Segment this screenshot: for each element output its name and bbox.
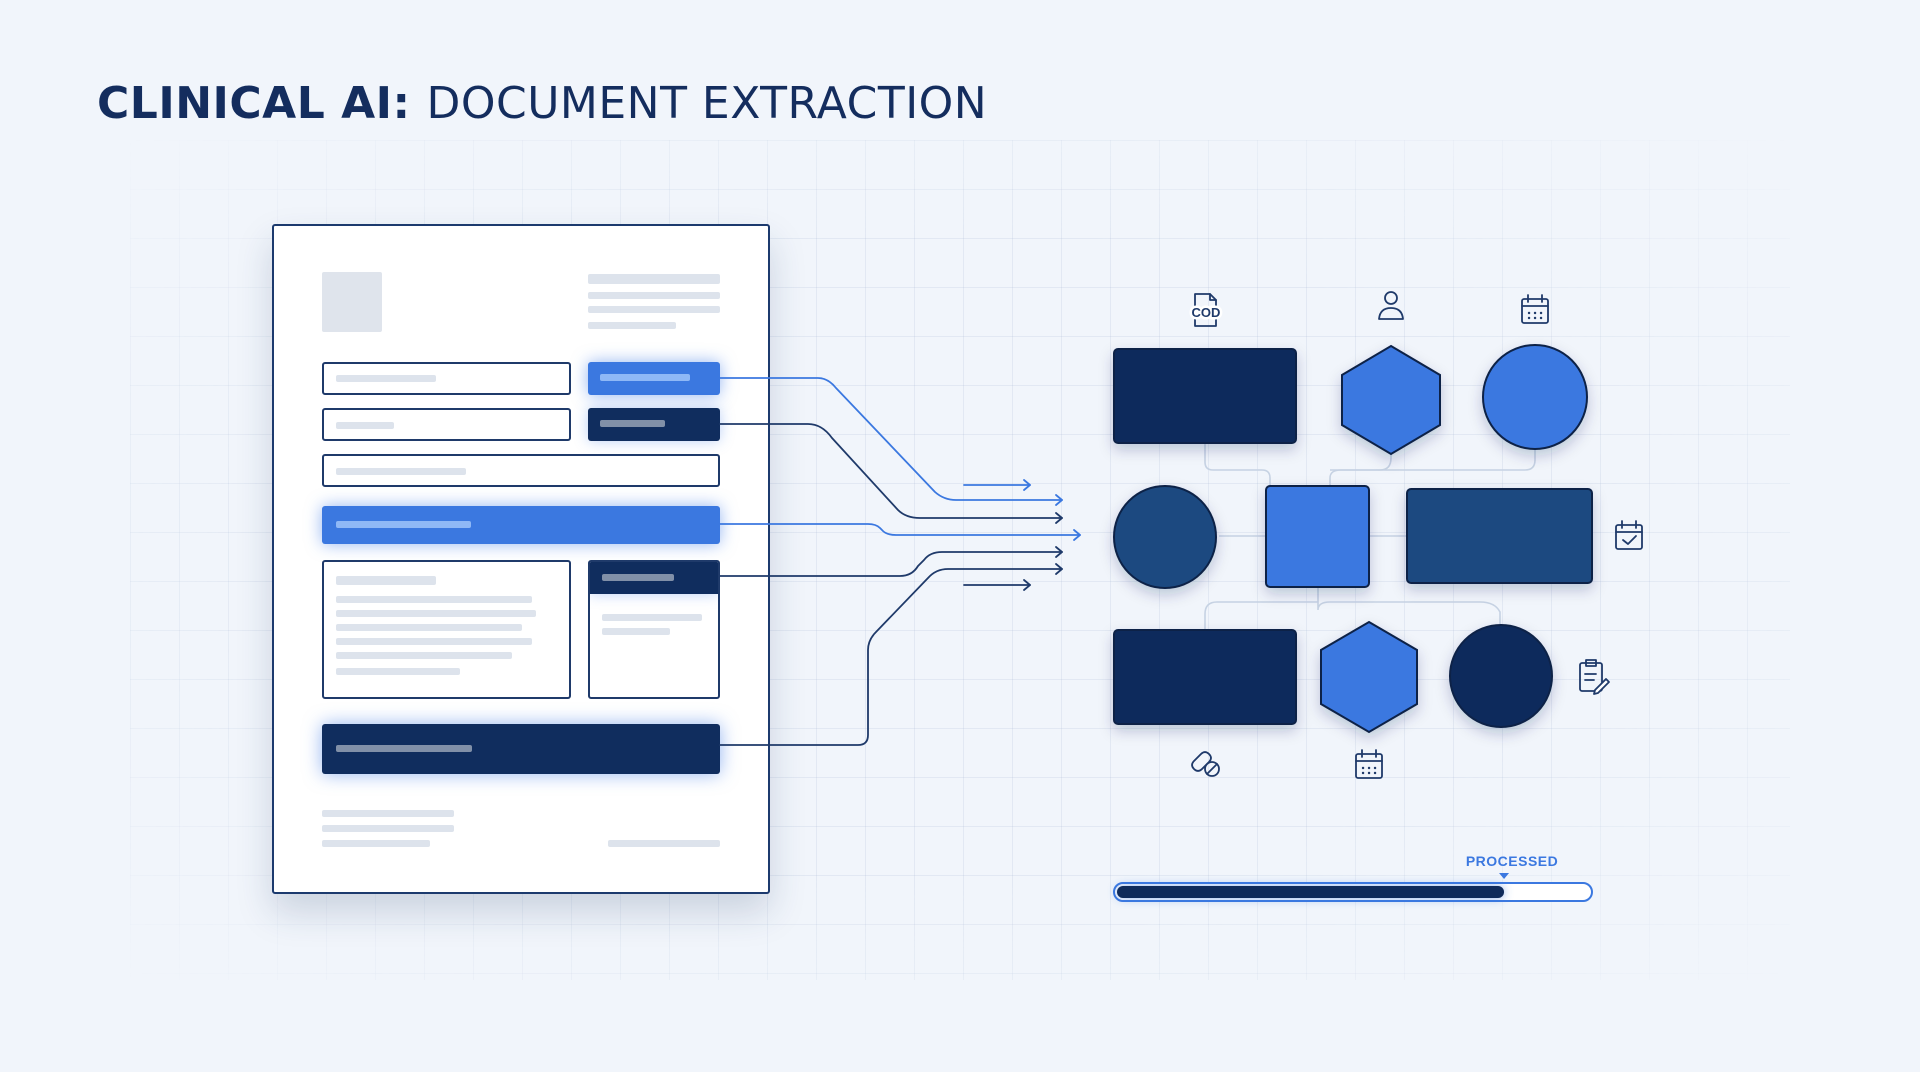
progress-bar: PROCESSED [1113, 853, 1593, 902]
footer-line [608, 840, 720, 847]
connector-line [719, 568, 1063, 746]
connector-line [719, 551, 1063, 577]
clipboard-edit-icon [1579, 659, 1610, 695]
person-icon [1378, 291, 1404, 320]
header-line [588, 292, 720, 299]
arrow-head [1073, 529, 1081, 541]
progress-fill [1117, 886, 1505, 898]
extracted-field-highlight [590, 562, 718, 594]
node-link [1204, 444, 1271, 486]
extracted-field-highlight [322, 724, 720, 774]
node-link [1317, 586, 1501, 624]
calendar-icon [1521, 294, 1549, 324]
cod-file-icon: COD COD [1189, 293, 1223, 327]
title-light: DOCUMENT EXTRACTION [426, 78, 988, 129]
header-line [588, 306, 720, 313]
text-section [322, 560, 571, 699]
entity-node-circle [1113, 485, 1217, 589]
connector-line [719, 377, 1063, 501]
arrow-head [1055, 494, 1063, 506]
entity-node-rectangle [1113, 348, 1297, 444]
entity-node-rectangle [1406, 488, 1593, 584]
footer-line [322, 810, 454, 817]
entity-node-hexagon [1320, 620, 1418, 734]
form-field [322, 454, 720, 487]
extracted-field-highlight [322, 506, 720, 544]
form-field [322, 408, 571, 441]
calendar-check-icon [1615, 520, 1643, 550]
arrow-head [1055, 546, 1063, 558]
form-field [322, 362, 571, 395]
svg-text:COD: COD [1192, 305, 1221, 320]
node-link [1330, 448, 1536, 471]
arrow-head [1055, 512, 1063, 524]
text-section [588, 560, 720, 699]
extracted-field-highlight [588, 408, 720, 441]
header-line [588, 274, 720, 284]
document-logo-placeholder [322, 272, 382, 332]
footer-line [322, 840, 430, 847]
arrow-head [1023, 579, 1031, 591]
connector-line [719, 423, 1063, 519]
title-strong: CLINICAL AI: [97, 78, 411, 129]
entity-node-hexagon [1341, 344, 1441, 456]
arrow-head [1055, 563, 1063, 575]
entity-node-rectangle [1113, 629, 1297, 725]
extracted-field-highlight [588, 362, 720, 395]
progress-marker [1499, 873, 1510, 879]
node-link [1204, 601, 1318, 630]
progress-label: PROCESSED [1466, 853, 1558, 869]
connector-line [719, 523, 1081, 536]
calendar-icon [1355, 749, 1383, 779]
arrow-head [1023, 479, 1031, 491]
pill-icon [1191, 751, 1220, 777]
entity-node-square [1265, 485, 1370, 588]
entity-node-circle [1482, 344, 1588, 450]
entity-node-circle [1449, 624, 1553, 728]
header-line [588, 322, 676, 329]
node-link [1329, 444, 1392, 486]
svg-text:COD: COD [1192, 305, 1221, 320]
page-title: CLINICAL AI: DOCUMENT EXTRACTION [97, 78, 987, 129]
source-document [272, 224, 770, 894]
footer-line [322, 825, 454, 832]
